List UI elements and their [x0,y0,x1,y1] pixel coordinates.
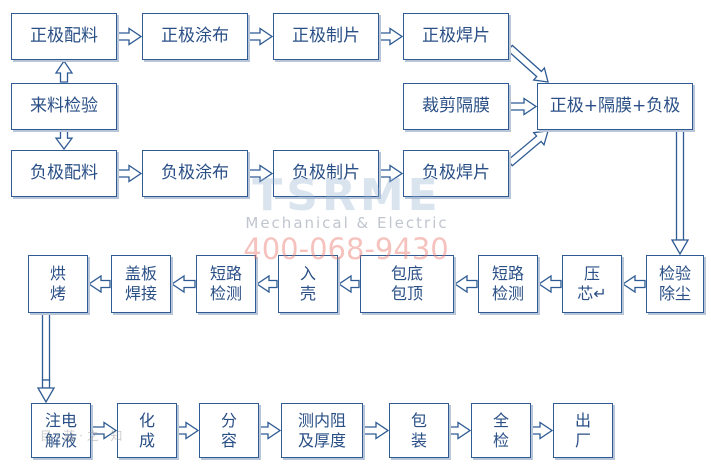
node-zgf: 正极+隔膜+负极 [537,83,693,130]
arrow-dl-jc1-to-bd-bd [453,274,478,294]
node-rk: 入 壳 [278,255,338,313]
arrow-zj-hp-to-zgf [506,44,549,83]
node-hc: 化 成 [117,403,177,458]
node-fj-zp: 负极制片 [273,150,379,197]
arrow-fj-zp-to-fj-hp [379,164,404,183]
node-zj-pl: 正极配料 [11,13,117,60]
node-fj-pl: 负极配料 [11,150,117,197]
arrow-dl-jc2-to-gb-hj [170,274,196,294]
arrow-bz-to-qj [449,421,472,440]
arrow-ll-jy-to-fj-pl [54,130,74,151]
arrow-fr-to-cnz [259,421,282,440]
arrow-jy-cc-to-yx [621,274,646,294]
arrow-qj-to-cc [531,421,554,440]
arrow-ll-jy-to-zj-pl [54,59,74,83]
arrow-zj-tb-to-zj-zp [248,27,274,46]
arrow-zj-pl-to-zj-tb [117,27,143,46]
node-dl-jc1: 短路 检测 [478,255,538,313]
arrow-gb-hj-to-hk [87,274,111,294]
arrow-fj-hp-to-zgf [506,130,549,167]
node-zj-hp: 正极焊片 [403,13,509,60]
node-zd-jy: 注电 解液 [31,403,91,458]
node-zj-tb: 正极涂布 [142,13,248,60]
node-hk: 烘 烤 [28,255,88,313]
node-fj-tb: 负极涂布 [142,150,248,197]
node-jy-cc: 检验 除尘 [646,255,704,313]
arrow-hk-to-zd-jy [36,313,56,404]
arrow-bd-bd-to-rk [337,274,360,294]
node-qj: 全 检 [471,403,531,458]
arrow-fj-tb-to-fj-zp [248,164,274,183]
arrow-zgf-to-jy-cc [670,130,690,256]
arrow-fj-pl-to-fj-tb [117,164,143,183]
node-ll-jy: 来料检验 [11,83,117,130]
arrow-hc-to-fr [177,421,200,440]
node-cc: 出 厂 [553,403,613,458]
node-cj-gm: 裁剪隔膜 [403,83,509,130]
node-zj-zp: 正极制片 [273,13,379,60]
arrow-cj-gm-to-zgf [509,97,538,116]
node-fj-hp: 负极焊片 [403,150,509,197]
arrow-rk-to-dl-jc2 [255,274,278,294]
node-yx: 压 芯↵ [562,255,622,313]
node-dl-jc2: 短路 检测 [196,255,256,313]
arrow-zj-zp-to-zj-hp [379,27,404,46]
node-bd-bd: 包底 包顶 [360,255,454,313]
arrow-zd-jy-to-hc [91,421,118,440]
node-fr: 分 容 [199,403,259,458]
node-bz: 包 装 [389,403,449,458]
node-cnz: 测内阻 及厚度 [281,403,363,458]
node-gb-hj: 盖板 焊接 [111,255,171,313]
arrow-yx-to-dl-jc1 [537,274,562,294]
arrow-cnz-to-bz [363,421,390,440]
